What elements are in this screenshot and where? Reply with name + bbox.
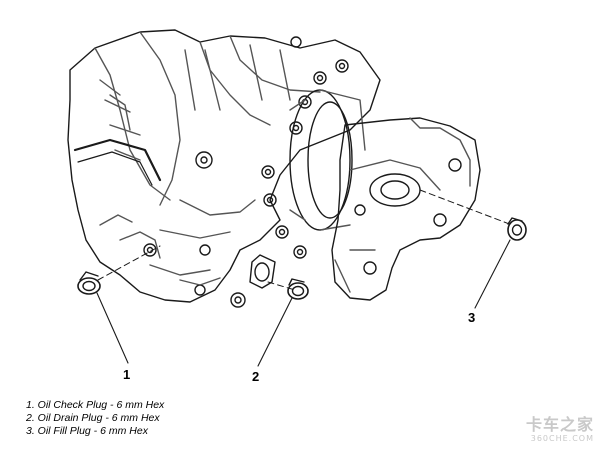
callout-leaders (96, 239, 511, 367)
legend-item-oil-check-plug: 1. Oil Check Plug - 6 mm Hex (26, 399, 165, 411)
watermark-domain: 360CHE.COM (530, 434, 594, 443)
output-yoke (331, 117, 481, 301)
lower-case-detail (99, 214, 276, 289)
callout-number-3: 3 (468, 310, 476, 325)
oil-fill-plug (507, 217, 527, 241)
transmission-housing (67, 29, 381, 303)
oil-drain-plug (287, 278, 309, 300)
legend-item-oil-drain-plug: 2. Oil Drain Plug - 6 mm Hex (26, 412, 160, 424)
housing-bolts (143, 36, 349, 308)
parts-legend: 1. Oil Check Plug - 6 mm Hex 2. Oil Drai… (26, 399, 164, 438)
callout-number-1: 1 (123, 367, 131, 382)
output-flange (289, 89, 366, 231)
site-watermark: 卡车之家 360CHE.COM (525, 415, 594, 444)
oil-check-plug (77, 271, 101, 295)
callout-number-2: 2 (252, 369, 260, 384)
dashed-leader-lines (97, 189, 513, 291)
watermark-logo-text: 卡车之家 (525, 415, 594, 434)
legend-item-oil-fill-plug: 3. Oil Fill Plug - 6 mm Hex (26, 425, 148, 437)
